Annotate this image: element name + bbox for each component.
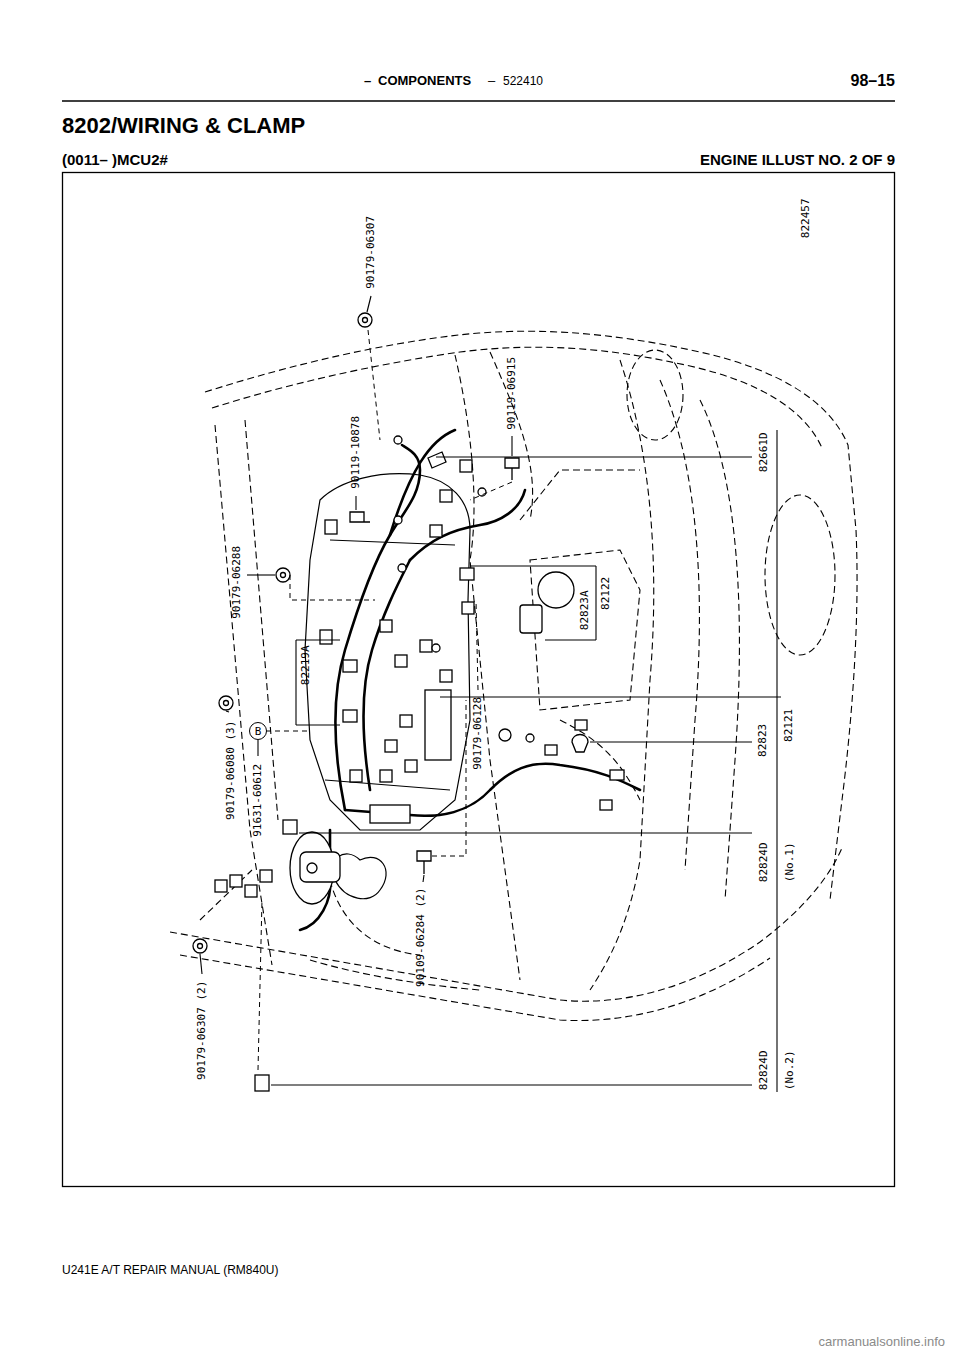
watermark: carmanualsonline.info — [819, 1335, 945, 1350]
section-name: COMPONENTS — [378, 74, 471, 89]
page-title: 8202/WIRING & CLAMP — [62, 113, 305, 138]
part-qualifier: (No.1) — [784, 842, 797, 882]
part-number: 90179-06288 — [231, 546, 244, 619]
part-number: 90179-06080 (3) — [226, 720, 239, 819]
part-number: 90179-06307 (2) — [197, 980, 210, 1079]
part-number: 82121 — [784, 708, 797, 741]
figure-id: 822457 — [800, 198, 813, 238]
model-code: (0011– )MCU2# — [62, 151, 168, 168]
header-rule — [62, 100, 895, 102]
part-number: 90119-06915 — [506, 357, 519, 430]
part-number: 82823 — [758, 723, 771, 756]
part-qualifier: (No.2) — [784, 1050, 797, 1090]
connector-symbol — [215, 460, 624, 1091]
wire-harness — [300, 430, 640, 930]
fastener-symbol — [193, 313, 588, 953]
header-dash: – — [488, 74, 495, 89]
clamp-marker-circle: B — [249, 722, 267, 740]
part-number: 90179-06307 — [365, 216, 378, 289]
body-outline — [170, 331, 857, 1020]
part-number: 82219A — [300, 645, 313, 685]
manual-footer: U241E A/T REPAIR MANUAL (RM840U) — [62, 1264, 279, 1278]
header-dash: – — [364, 74, 371, 89]
part-number: 91631-60612 — [252, 764, 265, 837]
part-number: 82824D — [758, 842, 771, 882]
part-number: 90109-06284 (2) — [416, 887, 429, 986]
leader-line — [200, 296, 781, 1092]
section-code: 522410 — [503, 75, 543, 89]
part-number: 82824D — [758, 1050, 771, 1090]
part-number: 90179-06128 — [472, 697, 485, 770]
page-number: 98–15 — [851, 72, 896, 90]
solenoid-part — [290, 832, 340, 904]
illustration-number: ENGINE ILLUST NO. 2 OF 9 — [700, 151, 895, 168]
dashed-leader — [258, 330, 512, 1070]
part-number: 82122 — [601, 576, 614, 609]
figure-frame — [63, 173, 895, 1187]
marker-letter: B — [255, 726, 262, 737]
part-number: 82823A — [579, 590, 592, 630]
part-number: 90119-10878 — [350, 416, 363, 489]
grommet-symbol — [538, 572, 574, 608]
part-number: 82661D — [758, 432, 771, 472]
